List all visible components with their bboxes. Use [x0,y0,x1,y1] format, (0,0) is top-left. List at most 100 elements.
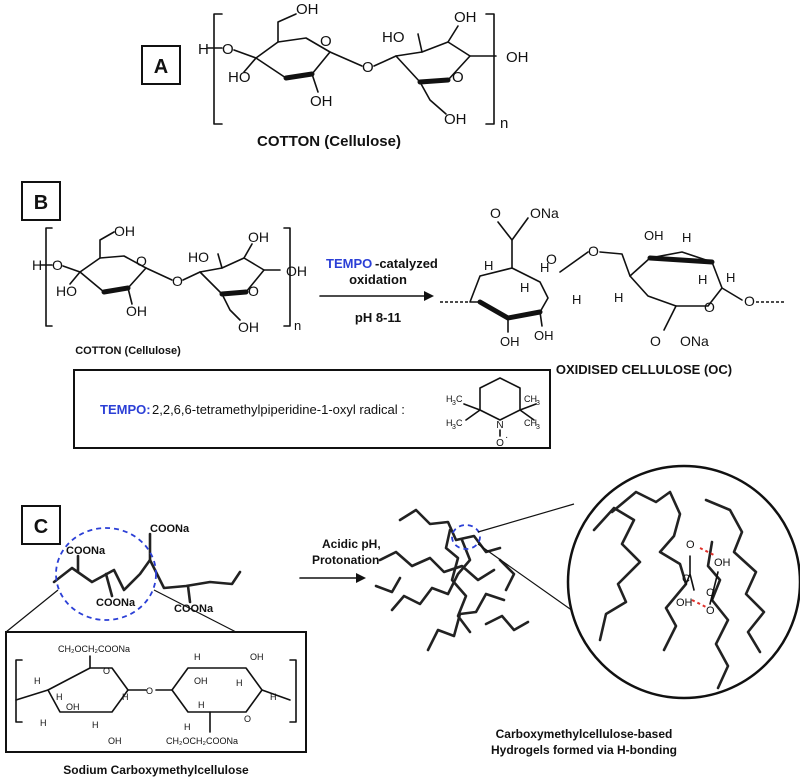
panel-b: B n H O OH O HO OH O HO OH OH O OH COTTO… [21,181,786,449]
polymer-strand [444,528,472,634]
panel-a-caption: COTTON (Cellulose) [257,133,401,150]
polymer-strand [498,558,516,592]
glycosidic-bond [559,251,589,273]
atom-oh: OH [108,736,122,746]
panel-b-label: B [34,192,48,214]
glycosidic-bond [373,55,397,67]
atom-h: H [92,720,99,730]
tempo-box-prefix: TEMPO: [100,402,151,417]
atom-h: H [726,270,735,285]
ch2oh-bond [277,13,297,43]
arrow-tempo-label: TEMPO [326,256,372,271]
bond [243,243,253,259]
atom-oh: OH [644,228,664,243]
atom-h: H [198,700,205,710]
tempo-radical-dot: · [505,432,508,443]
cmc-substituent: CH₂OCH₂COONa [58,644,130,654]
glycosidic-o: O [172,273,183,289]
atom-ho: HO [382,29,405,46]
ring-o: O [103,666,110,676]
arrow-protonation-label: Protonation [312,553,379,567]
atom-ho: HO [56,283,77,299]
bracket-left [213,13,223,125]
hydrogen-bond [699,547,717,557]
tempo-h3c: H [446,418,453,428]
bracket-right [283,227,291,327]
cotton-caption: COTTON (Cellulose) [75,345,181,357]
atom-o: O [744,293,755,309]
atom-oh: OH [238,319,259,335]
ring-front-edge [417,77,451,85]
polymer-strand [378,550,496,582]
atom-oh: OH [296,1,319,18]
piperidine-ring [479,377,521,421]
panel-a: A n H O OH O HO OH O HO OH OH O OH [141,1,529,150]
tempo-h3c: H [446,394,453,404]
panel-a-label: A [154,56,168,78]
bond [539,311,543,327]
bracket-left [45,227,53,327]
tempo-sub3: 3 [452,400,456,407]
atom-h: H [40,718,47,728]
polymer-strand [592,506,642,642]
atom-o: O [222,41,234,58]
cooh-oh: OH [714,557,731,569]
cmc-caption: Sodium Carboxymethylcellulose [63,763,249,777]
tempo-ch3: CH [524,394,537,404]
zoom-lines [477,503,581,617]
cooh-c: C [682,573,690,585]
ring-o: O [452,69,464,86]
cooh-bonds [685,555,695,591]
bond [243,57,257,73]
bond [721,287,743,301]
tempo-sub3: 3 [536,400,540,407]
ch2oh-bond [221,293,241,321]
tempo-o: O [496,438,504,449]
arrow-catalyzed-label: -catalyzed [375,256,438,271]
carboxyl-o: O [650,333,661,349]
polymer-strand [484,614,530,632]
ring-o: O [248,283,259,299]
cooh-c: C [706,587,714,599]
hbonding-zoom-circle [566,464,800,700]
atom-oh: OH [250,652,264,662]
atom-ho: HO [188,249,209,265]
glycosidic-bond [145,267,173,281]
atom-h: H [614,290,623,305]
ring-front-edge [219,289,249,297]
panel-b-label-box [21,181,61,221]
arrow-acidic-label: Acidic pH, [322,537,381,551]
ring-o: O [546,251,557,267]
atom-h: H [236,678,243,688]
side-chain [186,584,192,604]
coona-label: COONa [66,545,106,557]
ch2oh-bond [99,231,115,259]
arrow-head [356,573,366,583]
ring-o: O [320,33,332,50]
ring-o: O [244,714,251,724]
ring-front-edge [101,285,131,295]
glycosidic-bond [599,251,631,277]
tempo-definition-box [73,369,551,449]
repeat-n: n [500,115,508,132]
polymer-strand [706,540,730,690]
coona-label: COONa [150,523,190,535]
hydrogen-bond [691,599,709,609]
ring-o: O [704,299,715,315]
atom-h: H [56,692,63,702]
atom-h: H [184,722,191,732]
arrow-head [424,291,434,301]
cooh-oh: OH [676,597,693,609]
ring-front-edge [283,71,315,81]
cmc-substituent: CH₂OCH₂COONa [166,736,238,746]
polymer-strand [704,498,766,654]
terminal-h: H [32,257,42,273]
ch2oh-bond [419,81,447,115]
tempo-c: C [456,418,463,428]
atom-h: H [484,258,493,273]
glucose-ring-1 [255,37,331,79]
zoom-circle-small [451,524,481,550]
atom-oh: OH [248,229,269,245]
tempo-ch3: CH [524,418,537,428]
